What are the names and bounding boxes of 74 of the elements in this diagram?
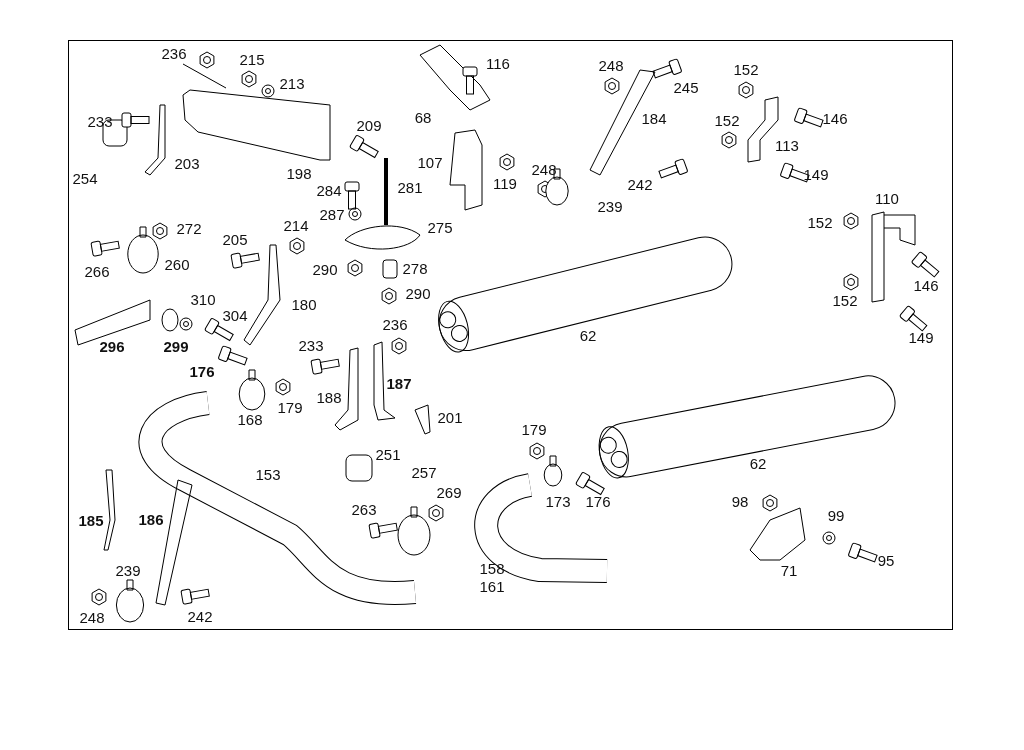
callout-number: 263: [351, 501, 377, 517]
callout-number: 186: [138, 511, 164, 527]
callout-number: 233: [298, 337, 324, 353]
callout-number: 248: [79, 609, 105, 625]
callout-number: 149: [908, 329, 934, 345]
callout-number: 187: [386, 375, 412, 391]
callout-number: 98: [731, 493, 749, 509]
callout-number: 233: [87, 113, 113, 129]
callout-number: 176: [189, 363, 215, 379]
callout-number: 209: [356, 117, 382, 133]
callout-number: 299: [163, 338, 189, 354]
callout-number: 113: [775, 137, 799, 153]
callout-number: 95: [877, 552, 895, 568]
callout-number: 239: [115, 562, 141, 578]
callout-number: 284: [316, 182, 342, 198]
callout-number: 68: [414, 109, 432, 125]
callout-number: 173: [545, 493, 571, 509]
callout-number: 168: [237, 411, 263, 427]
callout-number: 275: [427, 219, 453, 235]
callout-number: 287: [319, 206, 345, 222]
callout-number: 213: [279, 75, 305, 91]
callout-number: 242: [627, 176, 653, 192]
callout-number: 257: [411, 464, 437, 480]
callout-number: 236: [161, 45, 187, 61]
callout-number: 266: [84, 263, 110, 279]
callout-number: 248: [531, 161, 557, 177]
callout-number: 152: [807, 214, 833, 230]
callout-number: 245: [673, 79, 699, 95]
callout-number: 242: [187, 608, 213, 624]
callout-number: 158: [479, 560, 505, 576]
callout-number: 116: [486, 55, 510, 71]
callout-number: 203: [174, 155, 200, 171]
callout-number: 201: [437, 409, 463, 425]
callout-number: 198: [286, 165, 312, 181]
callout-number: 290: [312, 261, 338, 277]
callout-number: 152: [832, 292, 858, 308]
callout-number: 254: [72, 170, 98, 186]
callout-number: 62: [749, 455, 767, 471]
callout-number: 180: [291, 296, 317, 312]
callout-number: 176: [585, 493, 611, 509]
callout-number: 184: [641, 110, 667, 126]
callout-number: 179: [277, 399, 303, 415]
callout-number: 205: [222, 231, 248, 247]
callout-number: 281: [397, 179, 423, 195]
callout-number: 149: [803, 166, 829, 182]
callout-number: 71: [780, 562, 798, 578]
callout-number: 185: [78, 512, 104, 528]
callout-number: 214: [283, 217, 309, 233]
callout-number: 278: [402, 260, 428, 276]
callout-number: 290: [405, 285, 431, 301]
callout-number: 153: [255, 466, 281, 482]
callout-number: 62: [579, 327, 597, 343]
callout-number: 146: [822, 110, 848, 126]
callout-number: 179: [521, 421, 547, 437]
callout-number: 239: [597, 198, 623, 214]
callout-number: 248: [598, 57, 624, 73]
callout-number: 304: [222, 307, 248, 323]
callout-number: 110: [875, 190, 899, 206]
callout-number: 146: [913, 277, 939, 293]
callout-number: 215: [239, 51, 265, 67]
callout-number: 251: [375, 446, 401, 462]
callout-number: 119: [493, 175, 517, 191]
callout-number: 152: [714, 112, 740, 128]
callout-number: 260: [164, 256, 190, 272]
callout-number: 99: [827, 507, 845, 523]
callout-number: 107: [417, 154, 443, 170]
callout-number: 152: [733, 61, 759, 77]
callout-number: 269: [436, 484, 462, 500]
callout-number: 296: [99, 338, 125, 354]
callout-number: 188: [316, 389, 342, 405]
callout-number: 236: [382, 316, 408, 332]
callout-number: 272: [176, 220, 202, 236]
callout-number: 161: [479, 578, 505, 594]
callout-number: 310: [190, 291, 216, 307]
